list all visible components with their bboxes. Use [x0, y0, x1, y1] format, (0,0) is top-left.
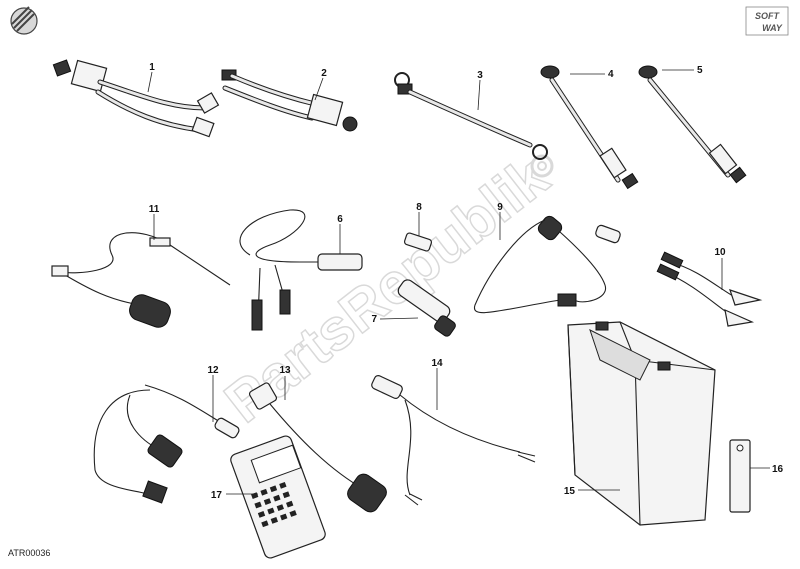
callout-12: 12 — [207, 365, 219, 376]
callout-9: 9 — [497, 202, 503, 213]
callout-10: 10 — [714, 247, 726, 258]
part-17-tester-unit[interactable] — [229, 434, 327, 559]
part-14-ground-lead[interactable] — [370, 374, 536, 506]
callout-1: 1 — [149, 62, 155, 73]
part-10-clip-leads[interactable] — [656, 251, 763, 327]
callout-3: 3 — [477, 70, 483, 81]
callout-11: 11 — [149, 204, 160, 215]
part-2-hose-assembly[interactable] — [221, 69, 358, 132]
part-7-adapter[interactable] — [396, 278, 457, 338]
gear-icon — [530, 154, 554, 178]
callout-17: 17 — [211, 490, 223, 501]
callout-16: 16 — [772, 464, 784, 475]
part-13-cable[interactable] — [248, 382, 389, 515]
callout-6: 6 — [337, 214, 343, 225]
drawing-code: ATR00036 — [8, 548, 50, 558]
callout-7: 7 — [371, 314, 377, 325]
callout-13: 13 — [279, 365, 291, 376]
part-9-adapter-cable[interactable] — [473, 214, 621, 314]
part-5-adapter-hose[interactable] — [638, 65, 747, 184]
callout-5: 5 — [697, 65, 703, 76]
part-12-diagnostic-cable[interactable] — [93, 384, 240, 504]
section-emblem-icon — [10, 6, 38, 35]
callout-14: 14 — [431, 358, 443, 369]
callout-2: 2 — [321, 68, 327, 79]
part-15-tool-case[interactable] — [567, 321, 716, 526]
part-3-hose[interactable] — [394, 72, 548, 160]
callout-4: 4 — [608, 69, 614, 80]
callout-numbers: 1 2 3 4 5 11 6 7 8 9 10 12 13 14 15 16 1… — [149, 62, 784, 501]
part-11-temperature-probe[interactable] — [51, 232, 231, 330]
svg-text:WAY: WAY — [762, 23, 783, 33]
part-1-hose-assembly[interactable] — [52, 59, 220, 138]
svg-text:SOFT: SOFT — [755, 11, 781, 21]
callout-8: 8 — [416, 202, 422, 213]
softway-logo: SOFT WAY — [745, 6, 789, 36]
part-8-adapter[interactable] — [403, 232, 433, 252]
leader-lines — [147, 69, 770, 495]
part-16-tag[interactable] — [729, 439, 751, 513]
callout-15: 15 — [564, 486, 576, 497]
part-4-adapter-hose[interactable] — [540, 65, 639, 190]
